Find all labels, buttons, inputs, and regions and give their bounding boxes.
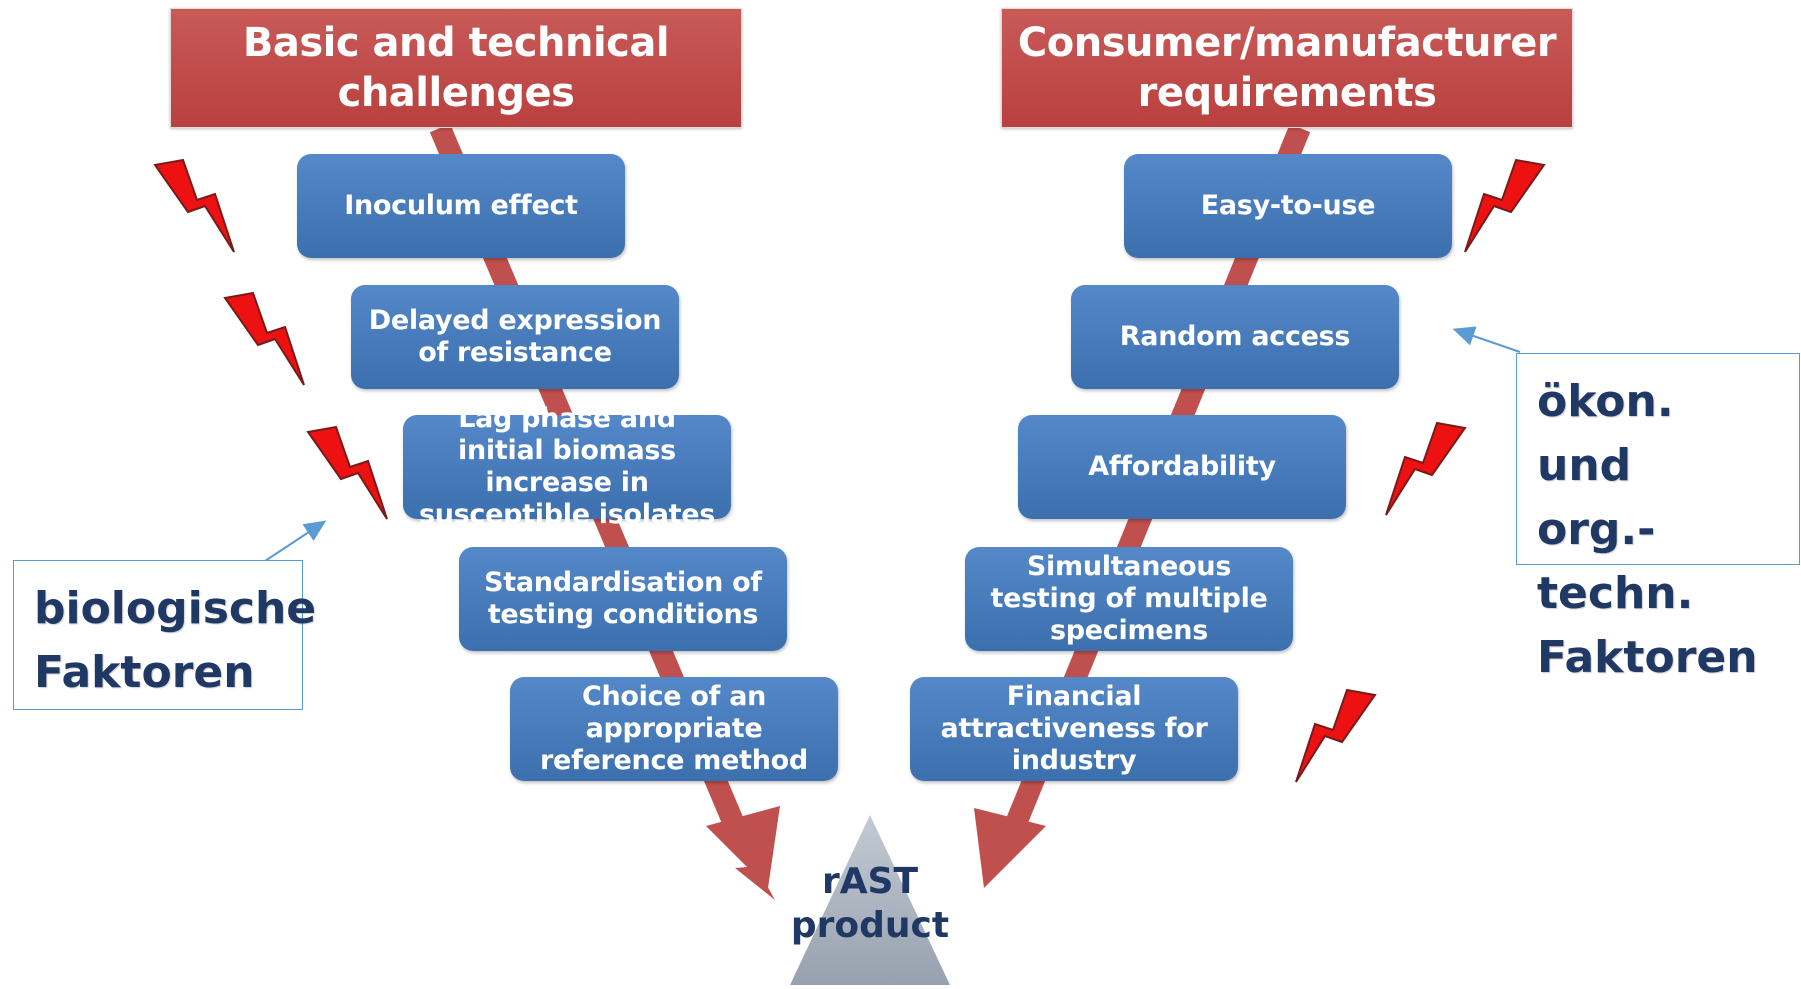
right-note-arrow	[1452, 326, 1521, 353]
left-step-label: Standardisation of testing conditions	[484, 567, 762, 630]
lightning-icon-left-2	[223, 291, 305, 386]
left-step-label: Lag phase and initial biomass increase i…	[418, 403, 716, 530]
left-step-label: Inoculum effect	[344, 190, 578, 221]
product-label: rAST product	[790, 861, 950, 946]
right-step-label: Simultaneous testing of multiple specime…	[990, 551, 1268, 646]
left-step-box: Choice of an appropriate reference metho…	[510, 677, 838, 781]
right-step-box: Affordability	[1018, 415, 1346, 519]
right-step-label: Affordability	[1088, 451, 1276, 482]
lightning-icon-left-1	[153, 158, 235, 253]
right-step-label: Easy-to-use	[1200, 190, 1376, 221]
right-step-box: Simultaneous testing of multiple specime…	[965, 547, 1293, 651]
lightning-icon-right-1	[1464, 158, 1546, 253]
right-step-box: Easy-to-use	[1124, 154, 1452, 258]
left-step-box: Inoculum effect	[297, 154, 625, 258]
left-banner: Basic and technical challenges	[170, 8, 742, 128]
left-step-label: Choice of an appropriate reference metho…	[540, 681, 808, 776]
left-step-box: Delayed expression of resistance	[351, 285, 679, 389]
lightning-icon-right-2	[1385, 421, 1467, 516]
right-step-label: Random access	[1119, 321, 1351, 352]
right-step-box: Random access	[1071, 285, 1399, 389]
left-note-text: biologische Faktoren	[34, 583, 317, 698]
right-banner: Consumer/manufacturer requirements	[1001, 8, 1573, 128]
left-note-box: biologische Faktoren	[13, 560, 317, 710]
lightning-icon-right-3	[1295, 688, 1377, 783]
right-note-text: ökon. und org.-techn. Faktoren	[1537, 376, 1758, 683]
product-triangle	[790, 815, 950, 985]
left-arrowhead	[706, 806, 780, 888]
left-banner-title: Basic and technical challenges	[242, 20, 670, 116]
right-note-box: ökon. und org.-techn. Faktoren	[1516, 353, 1800, 683]
left-step-label: Delayed expression of resistance	[368, 305, 662, 368]
lightning-icon-left-3	[306, 425, 388, 520]
right-step-box: Financial attractiveness for industry	[910, 677, 1238, 781]
left-step-box: Standardisation of testing conditions	[459, 547, 787, 651]
right-arrowhead	[974, 808, 1046, 888]
left-note-arrow	[261, 520, 327, 564]
right-step-label: Financial attractiveness for industry	[940, 681, 1208, 776]
left-step-box: Lag phase and initial biomass increase i…	[403, 403, 731, 530]
right-banner-title: Consumer/manufacturer requirements	[1017, 20, 1557, 116]
